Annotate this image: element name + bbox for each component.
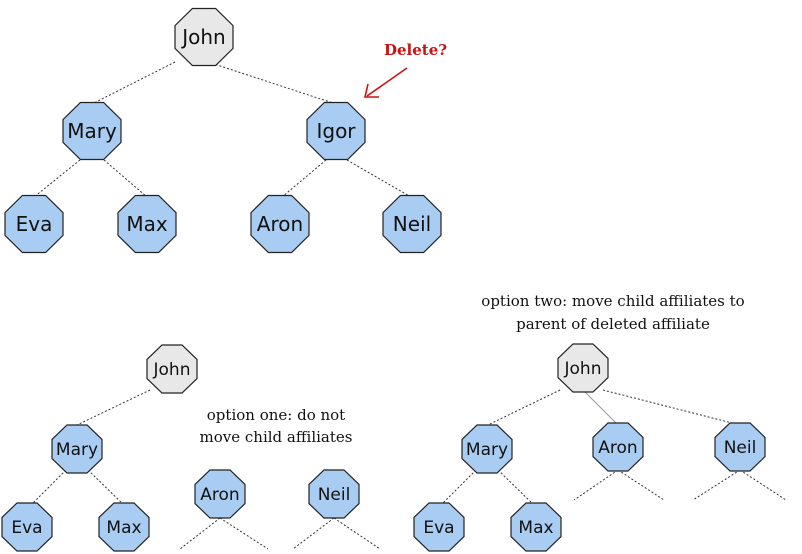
option-one-caption-line1: option one: do not (207, 406, 345, 424)
node-opt2-aron[interactable]: Aron (592, 422, 644, 472)
octagon-node-shape (62, 101, 122, 161)
node-label: Neil (724, 438, 757, 458)
delete-callout-label: Delete? (384, 41, 447, 59)
node-label: Igor (316, 119, 356, 143)
node-label: Aron (257, 212, 303, 236)
octagon-node-shape (714, 422, 766, 472)
octagon-node-shape (306, 101, 366, 161)
delete-callout-arrow (363, 67, 408, 98)
node-label: John (564, 359, 602, 379)
octagon-node-shape (510, 502, 562, 552)
node-label: Eva (11, 518, 42, 538)
node-opt1-aron[interactable]: Aron (194, 469, 246, 519)
octagon-node-shape (4, 194, 64, 254)
node-opt2-neil[interactable]: Neil (714, 422, 766, 472)
node-label: John (153, 360, 191, 380)
option-two-edges (439, 389, 787, 507)
octagon-node-shape (461, 424, 513, 474)
node-label: Aron (200, 485, 239, 505)
node-label: Mary (67, 119, 117, 143)
node-label: Eva (423, 518, 454, 538)
node-label: Aron (598, 438, 637, 458)
node-label: Mary (56, 440, 98, 460)
node-label: Eva (16, 212, 53, 236)
octagon-node-shape (250, 194, 310, 254)
node-opt2-eva[interactable]: Eva (413, 502, 465, 552)
option-one-edges (29, 389, 381, 550)
top-tree-edges (33, 61, 412, 198)
node-label: John (180, 25, 226, 49)
node-top-eva[interactable]: Eva (4, 194, 64, 254)
option-one-caption-line2: move child affiliates (200, 428, 353, 446)
octagon-node-shape (592, 422, 644, 472)
octagon-node-shape (1, 502, 53, 552)
octagon-node-shape (174, 7, 234, 67)
node-top-max[interactable]: Max (117, 194, 177, 254)
node-top-neil[interactable]: Neil (382, 194, 442, 254)
option-two-caption-line1: option two: move child affiliates to (481, 292, 744, 310)
node-opt1-root[interactable]: John (146, 344, 198, 394)
node-opt1-eva[interactable]: Eva (1, 502, 53, 552)
node-label: Neil (318, 485, 351, 505)
node-label: Mary (466, 440, 508, 460)
octagon-node-shape (308, 469, 360, 519)
node-label: Max (518, 518, 553, 538)
octagon-node-shape (146, 344, 198, 394)
node-top-igor[interactable]: Igor (306, 101, 366, 161)
octagon-node-shape (557, 343, 609, 393)
node-opt1-neil[interactable]: Neil (308, 469, 360, 519)
octagon-node-shape (413, 502, 465, 552)
node-opt2-root[interactable]: John (557, 343, 609, 393)
node-opt2-max[interactable]: Max (510, 502, 562, 552)
octagon-node-shape (194, 469, 246, 519)
node-top-root[interactable]: John (174, 7, 234, 67)
node-opt2-mary[interactable]: Mary (461, 424, 513, 474)
node-top-aron[interactable]: Aron (250, 194, 310, 254)
node-label: Max (126, 212, 168, 236)
octagon-node-shape (51, 424, 103, 474)
node-top-mary[interactable]: Mary (62, 101, 122, 161)
option-two-caption-line2: parent of deleted affiliate (516, 315, 710, 333)
node-opt1-max[interactable]: Max (98, 502, 150, 552)
octagon-node-shape (98, 502, 150, 552)
node-label: Neil (393, 212, 431, 236)
node-opt1-mary[interactable]: Mary (51, 424, 103, 474)
octagon-node-shape (382, 194, 442, 254)
node-label: Max (106, 518, 141, 538)
octagon-node-shape (117, 194, 177, 254)
